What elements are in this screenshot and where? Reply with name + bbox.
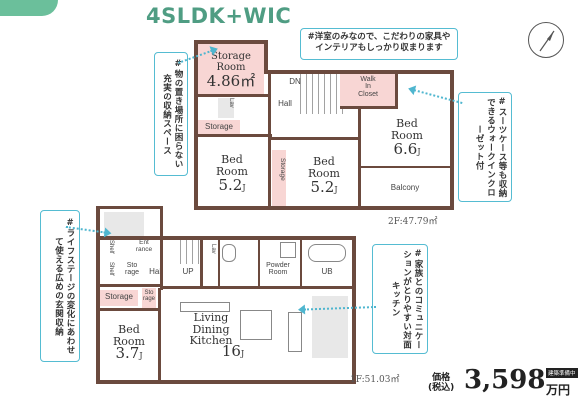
- bed-2f-a-size: 5.2J: [218, 176, 246, 194]
- storage-1f-v-label: Sto rage: [142, 290, 155, 303]
- storage-1f-small-label: Sto rage: [124, 262, 139, 277]
- callout-entrance: #ライフステージの変化にあわせて使える広めの玄関収納: [40, 210, 80, 362]
- bed-2f-a-label: Bed Room: [216, 153, 248, 178]
- balcony-label: Balcony: [390, 183, 420, 192]
- bed-2f-b-size: 5.2J: [310, 178, 338, 196]
- bed-2f-b-label: Bed Room: [308, 155, 340, 180]
- shelf-b-label: Shelf: [108, 262, 114, 276]
- plan-type-title: 4SLDK+WIC: [146, 4, 292, 28]
- wic-label: Walk In Closet: [358, 76, 378, 98]
- ldk-label: Living Dining Kitchen: [189, 311, 233, 348]
- storage-1f-label: Storage: [104, 292, 134, 301]
- dn-label: DN: [289, 77, 301, 86]
- callout-wic: #スーツケース等も収納できるウォークインクローゼット付: [458, 92, 512, 202]
- price-unit: 万円: [546, 383, 571, 397]
- lav-1f-label: Lav: [210, 244, 216, 254]
- callout-storage-room: #物の置き場所に困らない充実の収納スペース: [154, 52, 188, 176]
- storage-room-2f-label: Storage Room: [211, 51, 251, 73]
- lav-2f-label: Lav: [228, 98, 234, 108]
- floor-2-area: 2F:47.79㎡: [388, 217, 438, 227]
- storage-room-2f-size: 4.86㎡: [206, 72, 256, 90]
- entrance-label: Ent rance: [135, 239, 153, 253]
- up-label: UP: [182, 267, 194, 276]
- ldk-size: 16J: [221, 342, 245, 360]
- hall-1f-label: Hall: [149, 267, 163, 276]
- powder-room-label: Powder Room: [266, 262, 290, 277]
- price-note: 建築準備中: [546, 368, 578, 378]
- corner-badge: [0, 0, 58, 16]
- storage-2f-a-label: Storage: [204, 122, 234, 131]
- hall-2f-label: Hall: [278, 99, 292, 108]
- north-compass-icon: [528, 22, 564, 58]
- bed-2f-c-label: Bed Room: [391, 117, 423, 142]
- floor-1-area: 1F:51.03㎡: [350, 375, 400, 385]
- ub-label: UB: [321, 267, 333, 276]
- bed-2f-c-size: 6.6J: [393, 140, 421, 158]
- price-value: 3,598: [464, 365, 546, 395]
- storage-2f-b-label: Storage: [279, 158, 286, 181]
- callout-western-rooms: #洋室のみなので、こだわりの家具や インテリアもしっかり収まります: [300, 28, 458, 60]
- bed-1f-size: 3.7J: [115, 344, 143, 362]
- bed-1f-label: Bed Room: [113, 323, 145, 348]
- shelf-a-label: Shelf: [108, 240, 114, 254]
- callout-kitchen: #家族とのコミュニケーションがとりやすい対面キッチン: [372, 244, 428, 354]
- price-label: 価格 (税込): [428, 373, 455, 393]
